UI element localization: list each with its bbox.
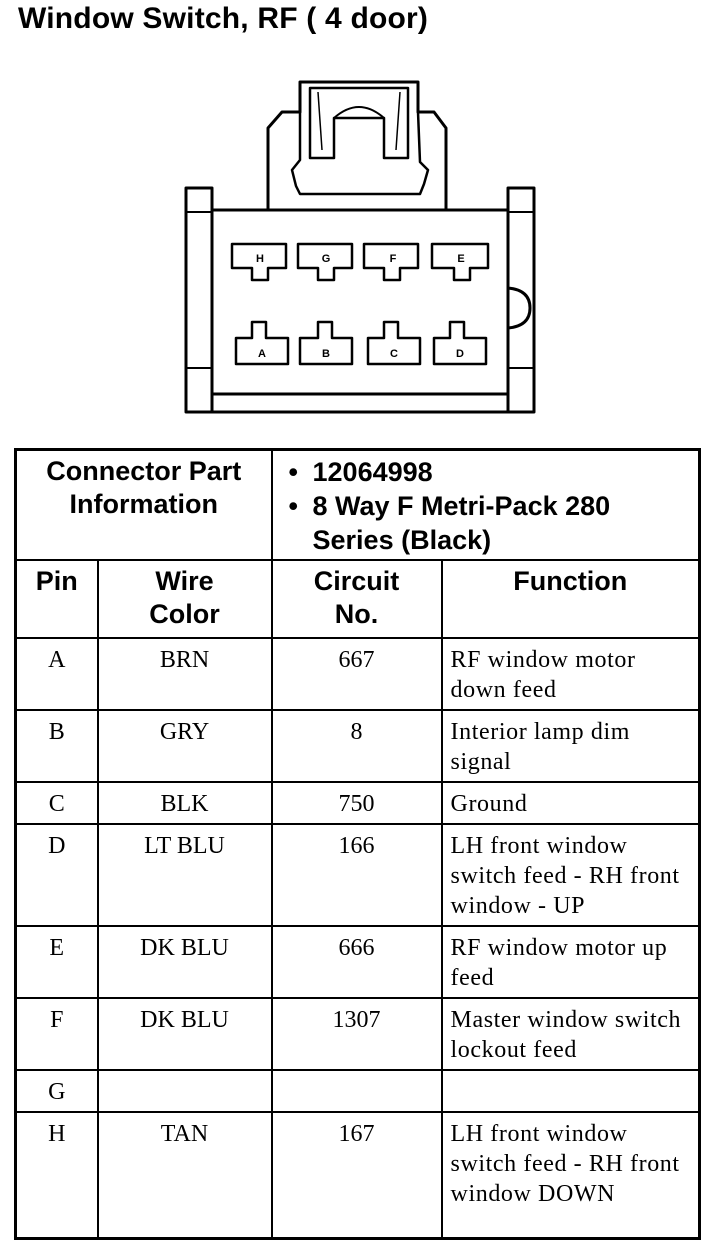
wire-color-cell [96, 1068, 273, 1113]
circuit-cell: 167 [270, 1110, 443, 1240]
pinout-table: Connector Part Information 12064998 8 Wa… [14, 448, 702, 1240]
pin-cavity-e [430, 242, 490, 282]
function-cell: RF window motor down feed [440, 636, 701, 711]
pin-cavity-b [298, 320, 354, 366]
wire-color-cell: DK BLU [96, 924, 273, 999]
circuit-cell [270, 1068, 443, 1113]
wire-color-cell: LT BLU [96, 822, 273, 927]
pin-label-d: D [456, 348, 464, 360]
part-info-label: Connector Part Information [14, 448, 273, 561]
header-function: Function [440, 558, 701, 639]
function-cell: Ground [440, 780, 701, 825]
table-row: H TAN 167 LH front window switch feed - … [14, 1110, 701, 1240]
circuit-cell: 8 [270, 708, 443, 783]
table-row: B GRY 8 Interior lamp dim signal [14, 708, 701, 783]
pin-cavity-d [432, 320, 488, 366]
part-info-values: 12064998 8 Way F Metri-Pack 280 Series (… [270, 448, 701, 561]
pin-label-e: E [457, 253, 464, 265]
wire-color-cell: BLK [96, 780, 273, 825]
pin-cell: B [14, 708, 99, 783]
table-row: C BLK 750 Ground [14, 780, 701, 825]
table-row: A BRN 667 RF window motor down feed [14, 636, 701, 711]
part-number: 12064998 [289, 455, 699, 489]
circuit-cell: 667 [270, 636, 443, 711]
function-cell: Interior lamp dim signal [440, 708, 701, 783]
circuit-cell: 1307 [270, 996, 443, 1071]
wire-color-cell: TAN [96, 1110, 273, 1240]
pin-label-g: G [322, 253, 331, 265]
wire-color-cell: GRY [96, 708, 273, 783]
header-wire-color: Wire Color [96, 558, 273, 639]
pin-cavity-c [366, 320, 422, 366]
table-header-row: Pin Wire Color Circuit No. Function [14, 558, 701, 639]
pin-cell: E [14, 924, 99, 999]
pin-cell: F [14, 996, 99, 1071]
pin-cell: D [14, 822, 99, 927]
pin-label-a: A [258, 348, 266, 360]
pin-label-f: F [390, 253, 397, 265]
function-cell: LH front window switch feed - RH front w… [440, 822, 701, 927]
page-title: Window Switch, RF ( 4 door) [18, 2, 429, 35]
pin-label-b: B [322, 348, 330, 360]
part-description: 8 Way F Metri-Pack 280 Series (Black) [289, 489, 699, 557]
pin-cavity-a [234, 320, 290, 366]
header-circuit: Circuit No. [270, 558, 443, 639]
circuit-cell: 166 [270, 822, 443, 927]
circuit-cell: 750 [270, 780, 443, 825]
table-row: D LT BLU 166 LH front window switch feed… [14, 822, 701, 927]
pin-cavity-f [362, 242, 420, 282]
table-row: G [14, 1068, 701, 1113]
pin-label-h: H [256, 253, 264, 265]
pin-label-c: C [390, 348, 398, 360]
function-cell: RF window motor up feed [440, 924, 701, 999]
pin-cell: H [14, 1110, 99, 1240]
table-row: F DK BLU 1307 Master window switch locko… [14, 996, 701, 1071]
wire-color-cell: DK BLU [96, 996, 273, 1071]
connector-face-diagram: H G F E A B C D [184, 80, 536, 414]
circuit-cell: 666 [270, 924, 443, 999]
pin-cavity-h [230, 242, 288, 282]
pin-cell: A [14, 636, 99, 711]
pin-cell: C [14, 780, 99, 825]
pin-cell: G [14, 1068, 99, 1113]
function-cell: LH front window switch feed - RH front w… [440, 1110, 701, 1240]
connector-latch [266, 80, 448, 210]
function-cell: Master window switch lockout feed [440, 996, 701, 1071]
table-row: E DK BLU 666 RF window motor up feed [14, 924, 701, 999]
header-pin: Pin [14, 558, 99, 639]
part-info-row: Connector Part Information 12064998 8 Wa… [14, 448, 701, 561]
wire-color-cell: BRN [96, 636, 273, 711]
connector-body [210, 208, 532, 396]
function-cell [440, 1068, 701, 1113]
pin-cavity-g [296, 242, 354, 282]
